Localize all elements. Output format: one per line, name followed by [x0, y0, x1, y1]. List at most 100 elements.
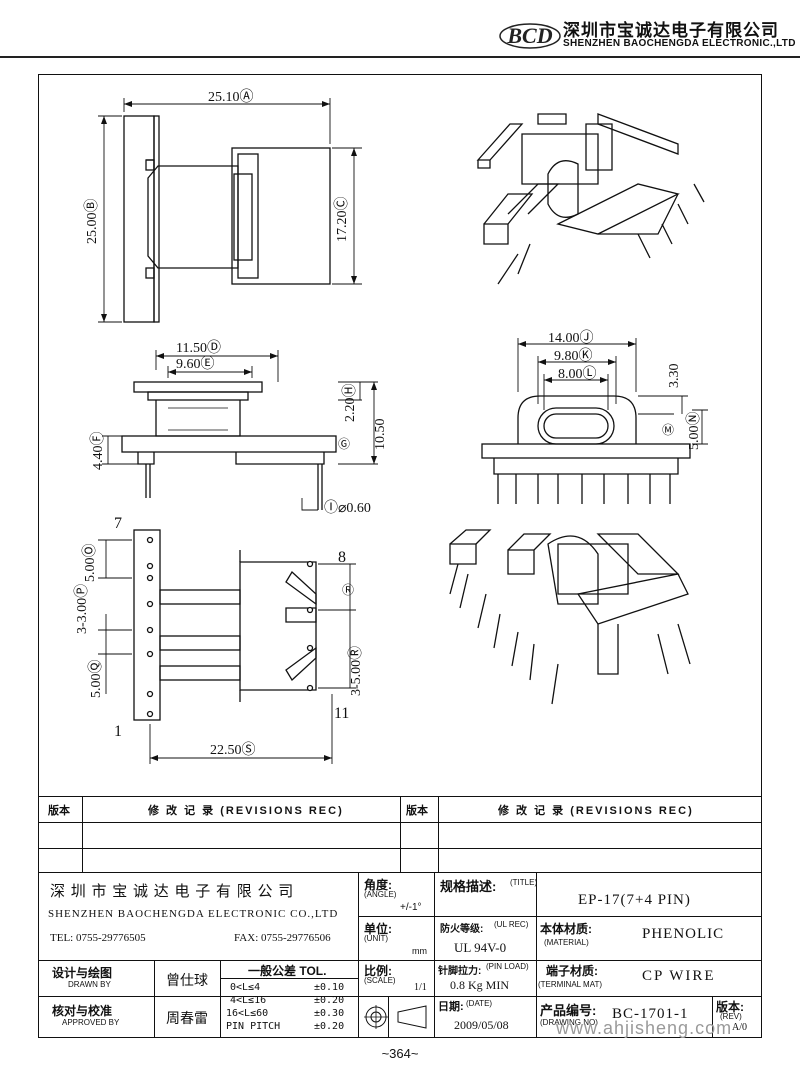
drawing-no-label: 产品编号: — [540, 1003, 597, 1018]
rev-label-right: 版本 — [406, 805, 428, 817]
bottom-view — [98, 529, 356, 764]
tb-fax: FAX: 0755-29776506 — [234, 932, 331, 944]
scale-value: 1/1 — [414, 982, 427, 993]
terminal-value: CP WIRE — [642, 968, 716, 984]
tol-value-2: ±0.20 — [314, 995, 345, 1006]
approve-en: APPROVED BY — [62, 1018, 120, 1027]
rev-no-en: (REV) — [720, 1012, 742, 1021]
angle-value: +/-1° — [400, 902, 422, 913]
dim-r-label: Ⓡ — [342, 583, 354, 597]
dim-g-label: Ⓖ — [338, 437, 350, 451]
angle-label: 角度: — [364, 878, 392, 892]
dim-p-label: 3-3.00Ⓟ — [74, 584, 90, 634]
pin-8-label: 8 — [338, 549, 346, 566]
pin-7-label: 7 — [114, 515, 122, 532]
dim-f-label: 4.40Ⓕ — [90, 432, 106, 471]
rev-record-left: 修 改 记 录 (REVISIONS REC) — [148, 805, 344, 817]
watermark: www.ahjisheng.com — [556, 1018, 733, 1038]
tol-range-4: PIN PITCH — [226, 1021, 281, 1032]
tol-range-2: 4<L≤16 — [230, 995, 267, 1006]
title-block: 版本 修 改 记 录 (REVISIONS REC) 版本 修 改 记 录 (R… — [38, 796, 762, 1038]
dim-i-label: Ⓘ⌀0.60 — [324, 500, 371, 516]
dim-l-label: 8.00Ⓛ — [558, 366, 597, 382]
rev-label-left: 版本 — [48, 805, 70, 817]
pin-1-label: 1 — [114, 723, 122, 740]
date-label: 日期: — [438, 1001, 464, 1013]
material-en: (MATERIAL) — [544, 938, 589, 947]
dim-o-label: 5.00Ⓞ — [82, 544, 98, 583]
dim-h-label: 2.20Ⓗ — [342, 384, 358, 423]
front-view-right — [481, 338, 708, 504]
pin-load-value: 0.8 Kg MIN — [450, 978, 509, 992]
ul-label: 防火等级: — [440, 924, 484, 935]
tol-range-3: 16<L≤60 — [226, 1008, 269, 1019]
title-en: (TITLE) — [510, 878, 538, 887]
approve-label: 核对与校准 — [52, 1004, 113, 1018]
design-label: 设计与绘图 — [52, 966, 113, 980]
design-value: 曾仕球 — [166, 972, 208, 988]
unit-value: mm — [412, 946, 427, 956]
dim-q-label: 5.00Ⓠ — [88, 660, 104, 699]
angle-en: (ANGLE) — [364, 890, 397, 899]
date-value: 2009/05/08 — [454, 1018, 509, 1032]
tol-value-1: ±0.10 — [314, 982, 345, 993]
rev-no-value: A/0 — [732, 1022, 747, 1033]
dim-r2-label: 3-5.00Ⓡ — [348, 646, 364, 696]
date-en: (DATE) — [466, 999, 493, 1008]
projection-symbol-icon — [364, 1005, 427, 1029]
tb-company-en: SHENZHEN BAOCHENGDA ELECTRONIC CO.,LTD — [48, 908, 339, 920]
rev-record-right: 修 改 记 录 (REVISIONS REC) — [498, 805, 694, 817]
tol-range-1: 0<L≤4 — [230, 982, 261, 993]
tolerance-label: 一般公差 TOL. — [248, 964, 327, 978]
design-en: DRAWN BY — [68, 980, 111, 989]
drawing-frame — [38, 74, 762, 1038]
ul-value: UL 94V-0 — [454, 940, 507, 955]
tol-value-4: ±0.20 — [314, 1021, 345, 1032]
header-divider — [0, 56, 800, 58]
ul-en: (UL REC) — [494, 920, 529, 929]
dim-k-label: 9.80Ⓚ — [554, 348, 593, 364]
dim-m-value: 3.30 — [667, 364, 682, 389]
terminal-label: 端子材质: — [546, 964, 598, 978]
rev-no-label: 版本: — [716, 1000, 744, 1014]
drawing-no-value: BC-1701-1 — [612, 1006, 689, 1022]
dim-m-label: Ⓜ — [662, 423, 674, 437]
iso-view-bottom — [449, 529, 691, 705]
tol-value-3: ±0.30 — [314, 1008, 345, 1019]
company-name-en: SHENZHEN BAOCHENGDA ELECTRONIC.,LTD — [563, 38, 796, 49]
dim-a-label: 25.10Ⓐ — [208, 89, 254, 105]
terminal-en: (TERMINAL MAT) — [538, 980, 602, 989]
material-value: PHENOLIC — [642, 926, 725, 942]
page-number: ~364~ — [381, 1046, 419, 1061]
company-logo: BCD — [499, 23, 561, 49]
unit-label: 单位: — [364, 922, 392, 936]
scale-label: 比例: — [364, 964, 392, 978]
front-view — [102, 350, 378, 511]
approve-value: 周春雷 — [166, 1010, 208, 1026]
dim-s-label: 22.50Ⓢ — [210, 742, 256, 758]
dim-g-value: 10.50 — [373, 419, 388, 451]
iso-view-top — [476, 113, 705, 285]
dim-e-label: 9.60Ⓔ — [176, 356, 215, 372]
title-value: EP-17(7+4 PIN) — [578, 892, 691, 908]
pin-load-en: (PIN LOAD) — [486, 962, 529, 971]
side-view — [98, 98, 362, 323]
dim-n-label: 5.00Ⓝ — [686, 412, 702, 451]
pin-11-label: 11 — [334, 705, 349, 722]
scale-en: (SCALE) — [364, 976, 396, 985]
tb-tel: TEL: 0755-29776505 — [50, 932, 146, 944]
pin-load-label: 针脚拉力: — [438, 966, 482, 977]
title-label: 规格描述: — [440, 879, 497, 894]
dim-c-label: 17.20Ⓒ — [334, 197, 350, 243]
dim-d-label: 11.50Ⓓ — [176, 340, 221, 356]
technical-drawing: 25.10Ⓐ 25.00Ⓑ 17.20Ⓒ — [74, 89, 708, 764]
unit-en: (UNIT) — [364, 934, 388, 943]
company-name-cn: 深圳市宝诚达电子有限公司 — [563, 21, 779, 40]
material-label: 本体材质: — [540, 922, 592, 936]
dim-j-label: 14.00Ⓙ — [548, 330, 594, 346]
page-header: BCD 深圳市宝诚达电子有限公司 SHENZHEN BAOCHENGDA ELE… — [0, 0, 800, 70]
dim-b-label: 25.00Ⓑ — [84, 199, 100, 245]
drawing-no-en: (DRAWING NO) — [540, 1018, 598, 1027]
tb-company-cn: 深 圳 市 宝 诚 达 电 子 有 限 公 司 — [50, 884, 295, 900]
svg-text:BCD: BCD — [506, 23, 552, 48]
